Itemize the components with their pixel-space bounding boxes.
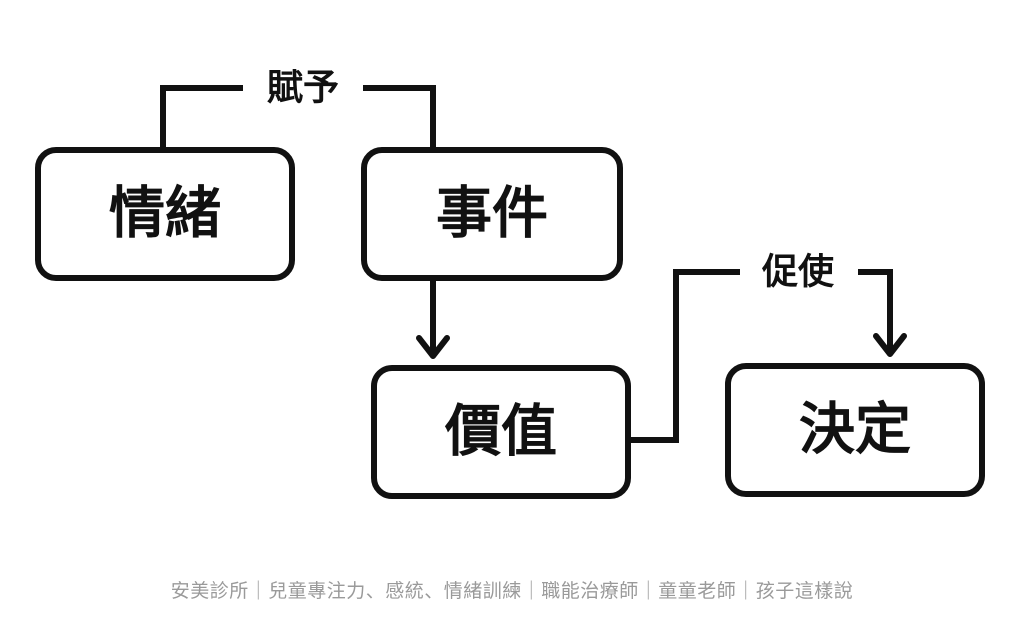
node-event-box	[361, 147, 623, 281]
node-value-box	[371, 365, 631, 499]
node-decision-label: 決定	[799, 398, 911, 463]
node-emotion-box	[35, 147, 295, 281]
edge-label-prompt: 促使	[761, 252, 835, 293]
arrow-down-icon	[416, 335, 450, 359]
edge-event-to-value	[416, 278, 450, 359]
node-decision-box	[725, 363, 985, 497]
node-emotion: 情緒	[35, 147, 295, 281]
node-decision: 決定	[725, 363, 985, 497]
edge-emotion-to-event: 賦予	[160, 68, 436, 150]
arrow-down-icon	[873, 333, 907, 357]
node-event-label: 事件	[436, 182, 548, 247]
node-emotion-label: 情緒	[109, 182, 221, 247]
edge-value-to-decision: 促使	[628, 252, 907, 443]
node-value-label: 價值	[444, 400, 557, 465]
edge-label-endow: 賦予	[267, 68, 339, 109]
edge-value-to-decision-line-2	[858, 269, 893, 352]
node-event: 事件	[361, 147, 623, 281]
footer-credit: 安美診所｜兒童專注力、感統、情緒訓練｜職能治療師｜童童老師｜孩子這樣說	[170, 580, 854, 602]
edge-value-to-decision-line	[628, 269, 740, 443]
node-value: 價值	[371, 365, 631, 499]
edge-emotion-to-event-line-2	[363, 85, 436, 150]
edge-emotion-to-event-line	[160, 85, 243, 150]
